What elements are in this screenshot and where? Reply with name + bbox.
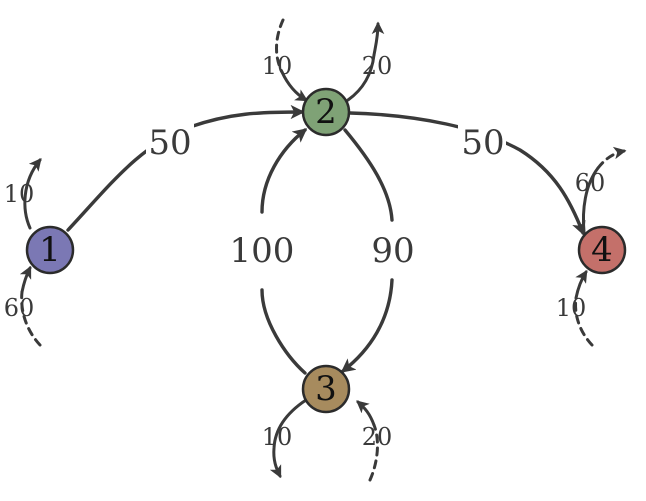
edge-3-to-2-upper: [260, 128, 308, 214]
node-4-label: 4: [591, 230, 613, 270]
node-3[interactable]: 3: [301, 364, 351, 414]
edge-2-to-3: [343, 128, 394, 222]
edge-2-3-label: 90: [371, 231, 414, 271]
flow-4-out-label: 60: [575, 169, 606, 197]
flow-4-out-arrow-tail: [596, 146, 627, 170]
flow-2-out-arrow-head: [371, 21, 385, 57]
flow-2-in-arrow-tail: [275, 18, 285, 74]
node-1[interactable]: 1: [25, 225, 75, 275]
flow-4-in-label: 10: [556, 294, 587, 322]
flow-2-out-arrow: [346, 53, 376, 102]
node-3-label: 3: [315, 369, 337, 409]
node-2-label: 2: [315, 92, 337, 132]
edge-2-4-label: 50: [461, 123, 504, 163]
node-1-circle: [25, 225, 75, 275]
edge-2-to-3-lower: [340, 278, 394, 373]
flow-1-out-arrow: [23, 158, 42, 230]
flow-1-in-arrow: [19, 265, 32, 294]
flow-1-in-label: 60: [4, 294, 35, 322]
edge-3-to-2: [260, 288, 307, 375]
flow-3-in-arrow-tail: [368, 423, 379, 482]
node-4[interactable]: 4: [577, 225, 627, 275]
node-1-label: 1: [39, 230, 61, 270]
flow-4-in-arrow-tail: [574, 296, 594, 347]
edge-3-2-label: 100: [230, 231, 295, 271]
flow-3-in-arrow: [356, 400, 376, 427]
flow-4-out-arrow: [581, 166, 600, 234]
node-3-circle: [301, 364, 351, 414]
flow-2-in-arrow: [280, 70, 309, 102]
node-4-circle: [577, 225, 627, 275]
flow-1-in-arrow-tail: [20, 290, 42, 347]
node-2-circle: [301, 87, 351, 137]
flow-3-out-arrow: [269, 398, 308, 479]
node-2[interactable]: 2: [301, 87, 351, 137]
flow-4-in-arrow: [574, 269, 588, 300]
flow-3-in-label: 20: [362, 423, 393, 451]
edge-1-2-label: 50: [148, 123, 191, 163]
flow-3-out-label: 10: [262, 423, 293, 451]
edge-1-2-label-bg: [146, 124, 194, 162]
flow-2-out-label: 20: [362, 52, 393, 80]
edge-2-to-4: [348, 111, 586, 236]
flow-1-out-label: 10: [4, 180, 35, 208]
edge-2-4-label-bg: [458, 124, 506, 162]
flow-2-in-label: 10: [262, 52, 293, 80]
